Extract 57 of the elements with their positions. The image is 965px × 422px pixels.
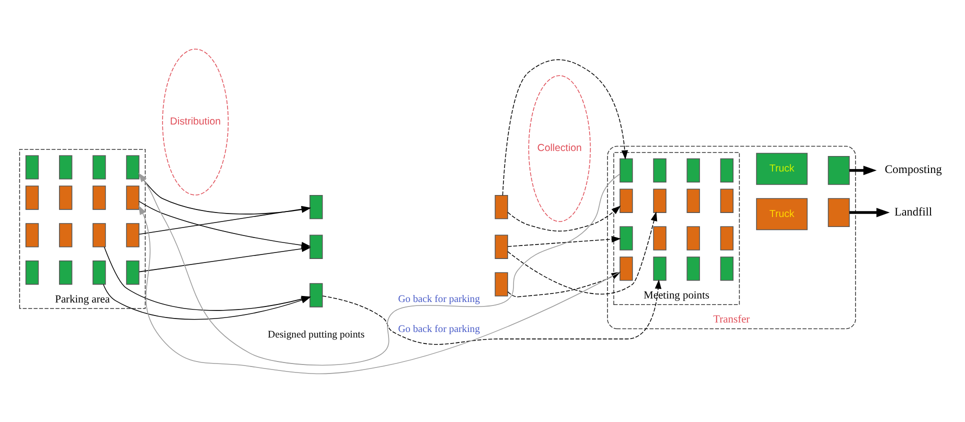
node-box: Truck [756,152,808,184]
node-box [310,282,323,307]
node-box [26,222,39,247]
node-box [686,188,700,212]
node-box [494,272,508,296]
node-box [59,222,72,247]
node-box: Truck [756,198,808,230]
node-box [59,260,72,284]
node-box [126,260,140,284]
node-text: Composting [884,162,942,176]
node-box [494,194,508,219]
arrow [502,58,628,196]
node-box [26,260,39,284]
arrow [507,205,621,231]
arrow [849,207,890,217]
node-ellipse: Distribution [162,48,229,195]
node-box [720,188,734,212]
node-box [720,226,734,250]
arrow [507,235,621,246]
node-box [653,158,666,182]
node-box [26,185,39,210]
node-box [720,256,734,280]
node-box [92,260,106,284]
node-box [653,226,666,250]
node-box [310,194,323,219]
label: Designed putting points [268,329,365,340]
node-box [92,222,106,247]
node-box [653,188,666,212]
node-box [828,156,850,184]
node-box [92,185,106,210]
arrow [322,278,662,344]
node-box [126,222,140,247]
node-box [620,158,633,182]
node-box [126,185,140,210]
node-box [59,185,72,210]
arrow [507,211,658,294]
node-box [686,256,700,280]
node-box [620,226,633,250]
node-ellipse: Collection [528,74,591,222]
node-box [620,256,633,280]
node-box [92,154,106,179]
node-box [828,198,850,226]
node-box [686,226,700,250]
node-box [620,188,633,212]
edge-label: Go back for parking [398,324,480,335]
node-box [59,154,72,179]
cluster: Meeting points [613,152,740,304]
node-text: Landfill [894,204,932,218]
edge-label: Go back for parking [398,293,480,304]
node-box [310,234,323,258]
node-box [494,234,508,258]
arrow [849,165,877,175]
node-box [720,158,734,182]
node-box [686,158,700,182]
node-box [26,154,39,179]
node-box [653,256,666,280]
node-box [126,154,140,179]
